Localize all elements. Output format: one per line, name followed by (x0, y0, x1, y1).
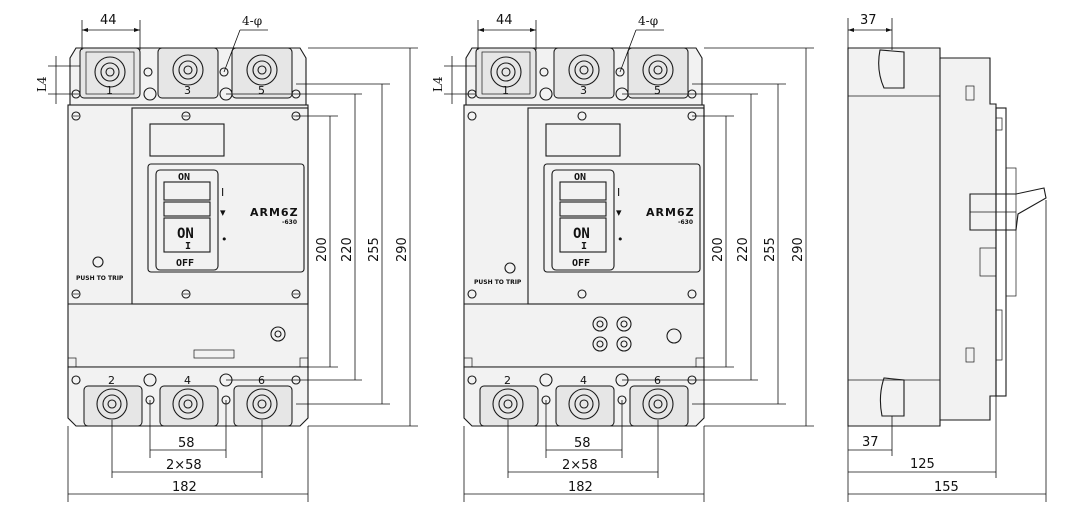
on-sub-label: I (185, 241, 191, 252)
model-label: -630 (678, 219, 693, 226)
dim-182: 182 (172, 480, 197, 495)
dim-2x58: 2×58 (166, 458, 202, 473)
dim-37-bottom: 37 (862, 435, 879, 450)
dip-switch (193, 349, 235, 359)
push-to-trip-label: PUSH TO TRIP (76, 275, 124, 282)
dim-44: 44 (100, 13, 117, 28)
bottom-terminals (71, 373, 301, 427)
dim-255: 255 (763, 237, 778, 262)
push-to-trip-button[interactable] (504, 262, 516, 274)
name-plate (149, 123, 225, 157)
on-sub-label: I (581, 241, 587, 252)
terminal-label-4: 4 (184, 374, 191, 387)
push-to-trip-label: PUSH TO TRIP (474, 279, 522, 286)
accessory-knobs (592, 316, 682, 352)
indicator-dot: • (221, 233, 228, 246)
dim-37-top: 37 (860, 13, 877, 28)
dim-2x58: 2×58 (562, 458, 598, 473)
dim-200: 200 (315, 237, 330, 262)
off-label: OFF (176, 258, 194, 269)
dim-290: 290 (791, 237, 806, 262)
terminal-label-6: 6 (258, 374, 265, 387)
terminal-label-5: 5 (258, 84, 265, 97)
dimensions-view-1 (48, 20, 418, 502)
dim-hole: 4-φ (242, 14, 262, 28)
dim-hole: 4-φ (638, 14, 658, 28)
dimensions-side (847, 18, 1047, 502)
on-label-top: ON (574, 172, 586, 183)
dim-290: 290 (395, 237, 410, 262)
top-terminals (71, 47, 301, 101)
terminal-label-5: 5 (654, 84, 661, 97)
dim-182: 182 (568, 480, 593, 495)
terminal-label-2: 2 (504, 374, 511, 387)
front-view-1: 1 3 5 ON ON I OFF I ▾ • ARM6Z -630 (35, 13, 418, 502)
front-view-2: 1 3 5 ON ON I OFF I ▾ • ARM6Z -630 PUSH … (431, 13, 814, 502)
bottom-terminals (467, 373, 697, 427)
push-to-trip-button[interactable] (92, 256, 104, 268)
top-terminals (467, 47, 697, 101)
terminal-label-2: 2 (108, 374, 115, 387)
dim-l4: L4 (35, 76, 49, 92)
dim-l4: L4 (431, 76, 445, 92)
terminal-section-top (878, 49, 905, 89)
terminal-label-6: 6 (654, 374, 661, 387)
name-plate (545, 123, 621, 157)
dim-200: 200 (711, 237, 726, 262)
dim-44: 44 (496, 13, 513, 28)
terminal-label-3: 3 (184, 84, 191, 97)
breaker-handle[interactable] (163, 217, 211, 253)
brand-label: ARM6Z (646, 206, 695, 219)
dim-58: 58 (178, 436, 195, 451)
breaker-body (463, 104, 705, 368)
handle-window (543, 163, 701, 273)
indicator-dot: • (617, 233, 624, 246)
dim-155: 155 (934, 480, 959, 495)
side-view: 37 37 125 155 (847, 13, 1047, 502)
side-body (847, 47, 997, 427)
terminal-label-1: 1 (502, 84, 509, 97)
indicator-mark: I (617, 186, 620, 199)
breaker-handle[interactable] (559, 217, 607, 253)
off-label: OFF (572, 258, 590, 269)
dim-255: 255 (367, 237, 382, 262)
indicator-mark: I (221, 186, 224, 199)
handle-frame (551, 169, 615, 271)
handle-frame (155, 169, 219, 271)
side-handle (969, 187, 1047, 231)
model-label: -630 (282, 219, 297, 226)
terminal-label-4: 4 (580, 374, 587, 387)
dim-220: 220 (340, 237, 355, 262)
brand-label: ARM6Z (250, 206, 299, 219)
dim-125: 125 (910, 457, 935, 472)
dimensions-view-2 (444, 20, 814, 502)
terminal-section-bottom (879, 377, 905, 417)
test-knob (270, 326, 286, 342)
handle-window (147, 163, 305, 273)
terminal-label-3: 3 (580, 84, 587, 97)
breaker-body (67, 104, 309, 368)
on-label-main: ON (573, 226, 590, 242)
indicator-arrow: ▾ (616, 206, 622, 219)
dim-58: 58 (574, 436, 591, 451)
indicator-arrow: ▾ (220, 206, 226, 219)
terminal-label-1: 1 (106, 84, 113, 97)
on-label-top: ON (178, 172, 190, 183)
dim-220: 220 (736, 237, 751, 262)
on-label-main: ON (177, 226, 194, 242)
